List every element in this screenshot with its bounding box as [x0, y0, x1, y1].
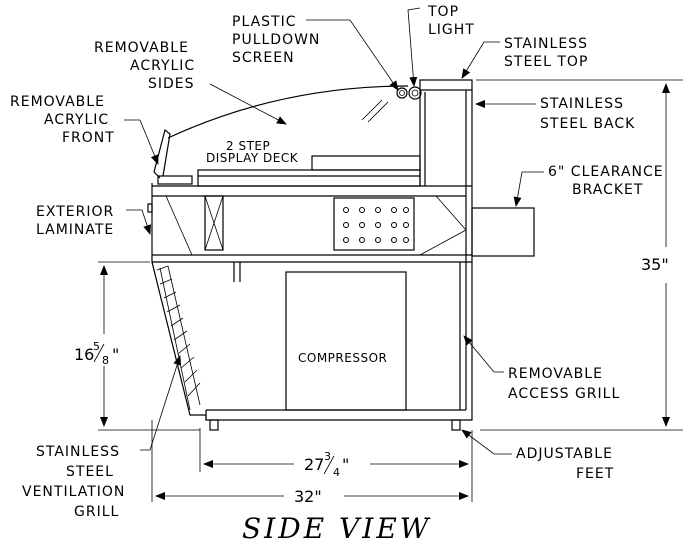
callout-exterior-laminate: EXTERIOR LAMINATE [36, 204, 151, 238]
stainless-back-line1: STAINLESS [540, 96, 624, 112]
dimension-width-inner: 27 3 4 " [199, 428, 473, 502]
stainless-top-line2: STEEL TOP [504, 54, 588, 70]
adjustable-feet-line2: FEET [576, 466, 614, 482]
clearance-line2: BRACKET [572, 182, 643, 198]
removable-sides-line3: SIDES [148, 76, 195, 92]
ventilation-line4: GRILL [74, 504, 119, 520]
ventilation-line1: STAINLESS [36, 444, 120, 460]
callout-stainless-back: STAINLESS STEEL BACK [475, 96, 635, 132]
stainless-top-line1: STAINLESS [504, 36, 588, 52]
display-deck [157, 155, 421, 187]
removable-sides-line2: ACRYLIC [130, 58, 195, 74]
callout-display-deck: 2 STEP DISPLAY DECK [206, 139, 299, 165]
callout-top-light: TOP LIGHT [407, 4, 475, 87]
height-lower-den: 8 [102, 354, 109, 367]
width-inner-num: 3 [324, 450, 331, 463]
removable-front-line1: REMOVABLE [10, 94, 105, 110]
ventilation-line3: VENTILATION [22, 484, 125, 500]
width-inner-den: 4 [333, 466, 340, 479]
callout-clearance-bracket: 6" CLEARANCE BRACKET [513, 164, 664, 207]
top-light-line1: TOP [427, 4, 459, 20]
callout-removable-sides: REMOVABLE ACRYLIC SIDES [94, 40, 287, 125]
display-deck-line1: 2 STEP [226, 139, 270, 153]
height-lower-unit: " [112, 345, 119, 364]
width-inner-whole: 27 [304, 455, 324, 474]
removable-front-line2: ACRYLIC [44, 112, 109, 128]
clearance-line1: 6" CLEARANCE [548, 164, 664, 180]
plastic-pulldown-line1: PLASTIC [232, 14, 296, 30]
adjustable-feet-line1: ADJUSTABLE [516, 446, 613, 462]
top-light [396, 86, 422, 100]
display-deck-line2: DISPLAY DECK [206, 151, 299, 165]
plastic-pulldown-line2: PULLDOWN [232, 32, 320, 48]
callout-adjustable-feet: ADJUSTABLE FEET [461, 429, 614, 482]
height-lower-num: 5 [93, 340, 100, 353]
dimension-height-lower: 16 5 8 " [74, 261, 200, 431]
exterior-laminate-line1: EXTERIOR [36, 204, 114, 220]
height-lower-whole: 16 [74, 345, 94, 364]
acrylic-front [153, 128, 171, 179]
width-total-label: 32" [294, 487, 322, 506]
top-light-line2: LIGHT [428, 22, 475, 38]
dimension-width-total: 32" [151, 420, 469, 506]
removable-sides-line1: REMOVABLE [94, 40, 189, 56]
callout-removable-front: REMOVABLE ACRYLIC FRONT [10, 94, 159, 165]
callout-compressor: COMPRESSOR [298, 351, 387, 365]
stainless-back-line2: STEEL BACK [540, 116, 635, 132]
acrylic-curve-side [167, 85, 409, 139]
callout-ventilation-grill: STAINLESS STEEL VENTILATION GRILL [22, 355, 182, 520]
plastic-pulldown-line3: SCREEN [232, 50, 295, 66]
compressor-label: COMPRESSOR [298, 351, 387, 365]
access-grill-line2: ACCESS GRILL [508, 386, 620, 402]
cabinet-outline [147, 79, 535, 431]
callout-plastic-pulldown: PLASTIC PULLDOWN SCREEN [232, 14, 399, 91]
access-grill-line1: REMOVABLE [508, 366, 603, 382]
width-inner-unit: " [342, 455, 349, 474]
callout-access-grill: REMOVABLE ACCESS GRILL [463, 335, 620, 402]
exterior-laminate-line2: LAMINATE [36, 222, 114, 238]
ventilation-line2: STEEL [66, 464, 114, 480]
callout-stainless-top: STAINLESS STEEL TOP [461, 36, 588, 79]
removable-front-line3: FRONT [62, 130, 115, 146]
height-total-label: 35" [641, 255, 669, 274]
dimension-height-total: 35" [476, 79, 683, 431]
diagram-title: SIDE VIEW [242, 512, 432, 545]
